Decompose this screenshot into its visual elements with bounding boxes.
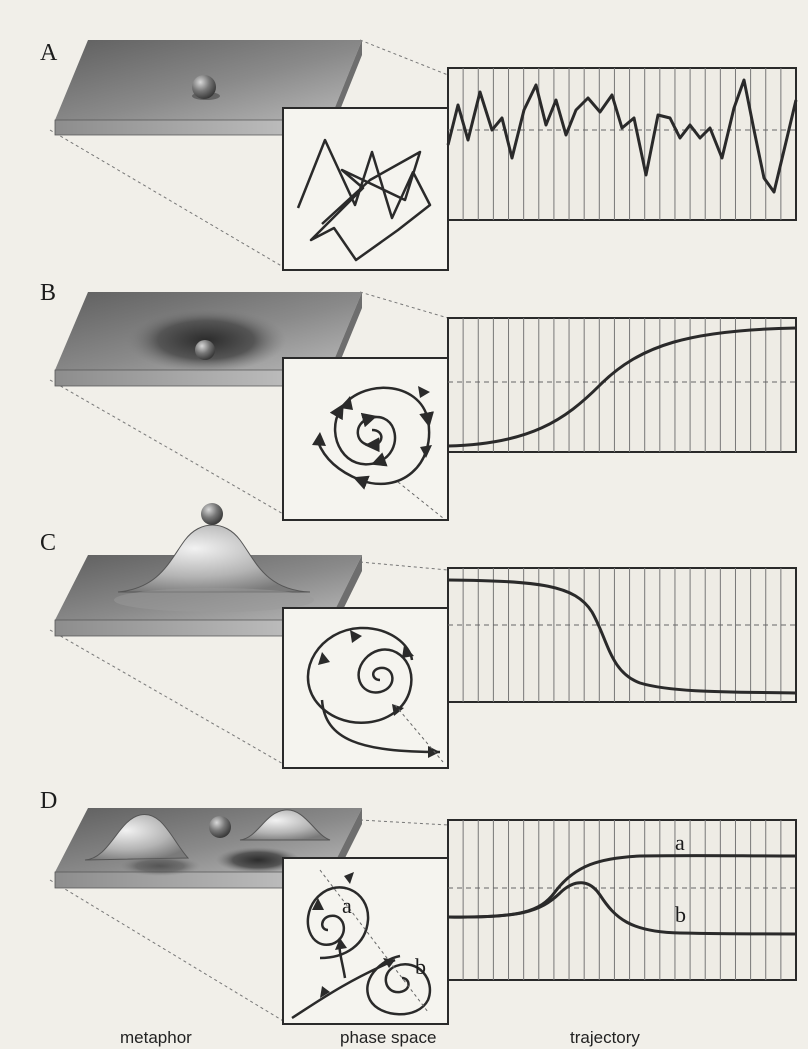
panel-letter-b: B [40,280,56,306]
column-labels: metaphor phase space trajectory [120,1028,640,1047]
phase-label-a: a [342,893,352,918]
curve-label-b: b [675,902,686,927]
trajectory-plot-d: a b [448,820,796,980]
ball-icon [209,816,231,838]
panel-a: A [40,40,796,270]
trajectory-plot-a [448,68,796,220]
phase-label-b: b [415,954,426,979]
trajectory-plot-c [448,568,796,702]
panel-letter-d: D [40,788,57,814]
panel-letter-a: A [40,40,58,66]
phase-space-b [283,358,448,520]
column-label-phase-space: phase space [340,1028,436,1047]
column-label-trajectory: trajectory [570,1028,640,1047]
curve-label-a: a [675,830,685,855]
panel-b: B [40,280,796,520]
well-icon [126,308,286,372]
trajectory-plot-b [448,318,796,452]
ball-icon [195,340,215,360]
phase-space-a [283,108,448,270]
phase-space-d: a b [283,858,448,1024]
well-icon [120,856,200,876]
ball-icon [192,75,216,99]
panel-d: D [40,788,796,1024]
phase-space-c [283,608,448,768]
panel-letter-c: C [40,530,56,556]
column-label-metaphor: metaphor [120,1028,192,1047]
panel-c: C [40,503,796,768]
ball-icon [201,503,223,525]
